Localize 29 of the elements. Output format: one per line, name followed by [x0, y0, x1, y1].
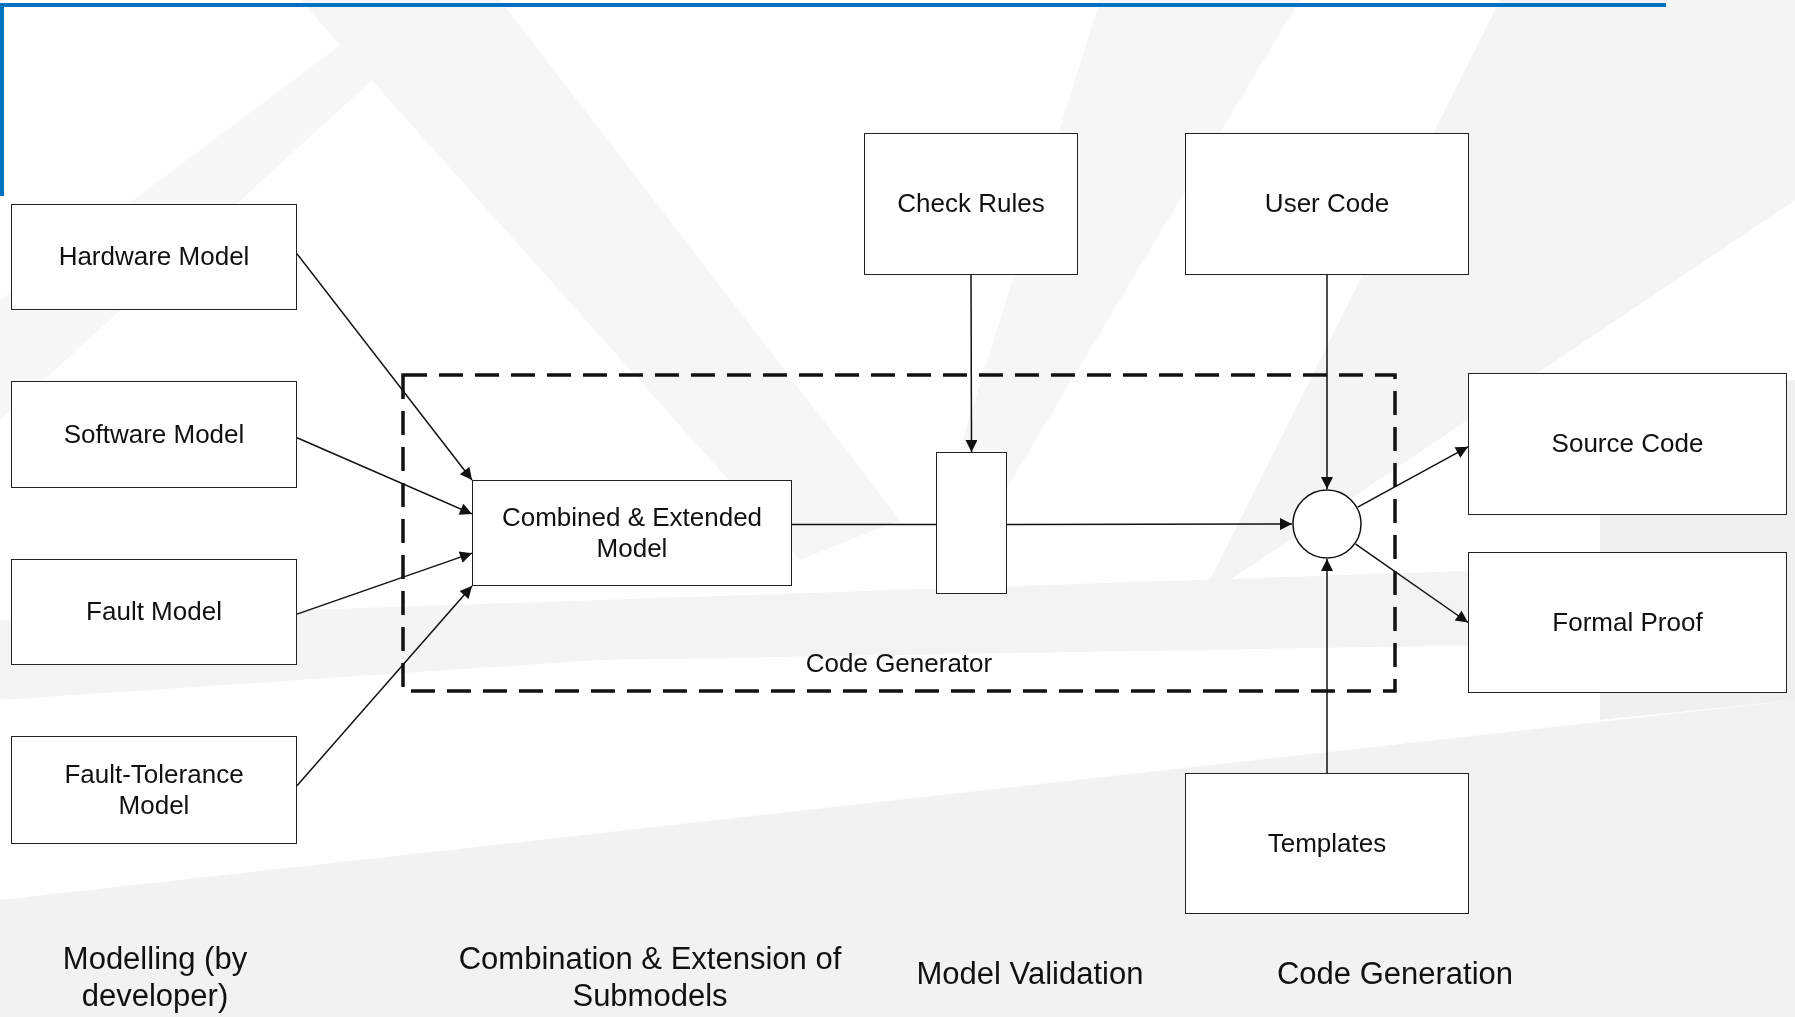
group-boundary [401, 373, 1397, 693]
phase-label: Model Validation [915, 955, 1145, 993]
phase-label: Modelling (by developer) [61, 940, 249, 1015]
arrow [296, 436, 473, 515]
connector-line [791, 523, 937, 526]
process-box: Source Code [1468, 373, 1787, 515]
arrow [296, 253, 473, 481]
process-box: Fault-Tolerance Model [11, 736, 297, 844]
phase-label: Code Generation [1275, 955, 1515, 993]
arrow [296, 551, 473, 615]
validation-box [936, 452, 1007, 594]
process-box: Hardware Model [11, 204, 297, 310]
process-box: Fault Model [11, 559, 297, 665]
arrow [1321, 274, 1333, 490]
process-box: Templates [1185, 773, 1469, 914]
arrow [1356, 446, 1469, 508]
process-box: Check Rules [864, 133, 1078, 275]
arrow [296, 585, 473, 787]
group-label: Code Generator [804, 647, 994, 679]
process-box: User Code [1185, 133, 1469, 275]
arrow [1354, 543, 1469, 624]
process-box: Software Model [11, 381, 297, 488]
arrow [1321, 558, 1333, 774]
arrow [965, 274, 978, 453]
process-box: Formal Proof [1468, 552, 1787, 693]
phase-label: Combination & Extension of Submodels [457, 940, 843, 1015]
arrow [1006, 518, 1293, 531]
junction-circle [1292, 489, 1362, 559]
process-box: Combined & Extended Model [472, 480, 792, 586]
